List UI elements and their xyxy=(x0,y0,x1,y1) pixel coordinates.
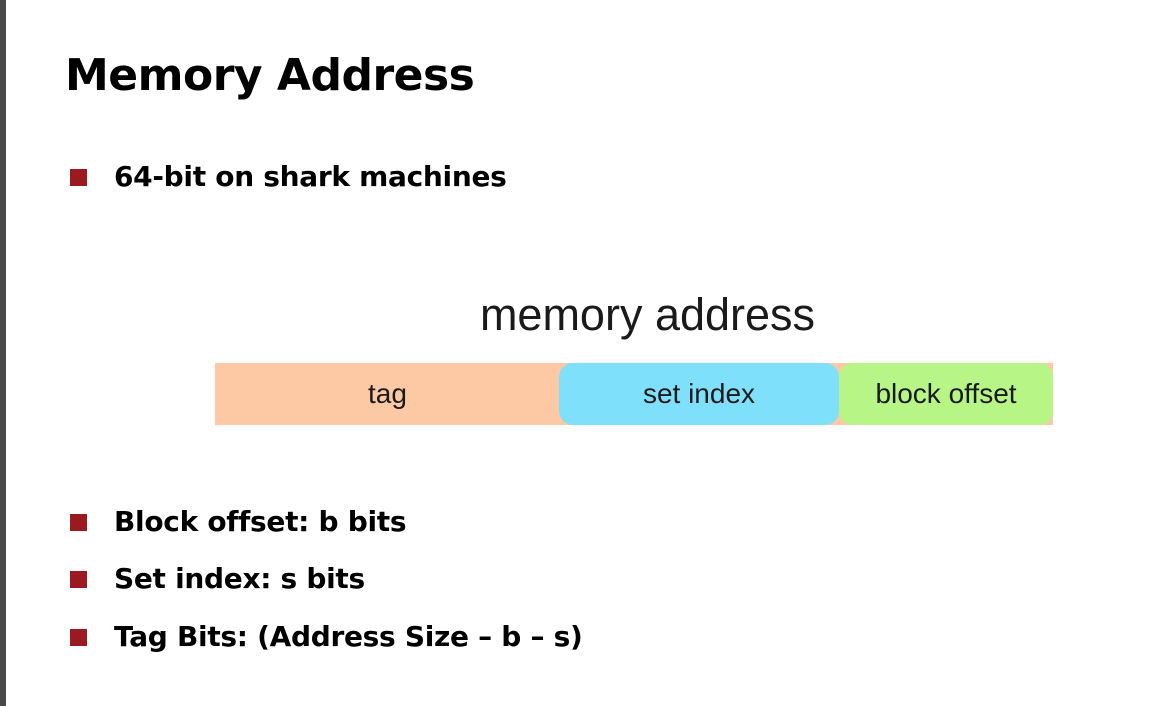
bullet-tag-bits: Tag Bits: (Address Size – b – s) xyxy=(70,617,583,657)
segment-block-offset: block offset xyxy=(839,363,1053,425)
bullet-intro: 64-bit on shark machines xyxy=(70,157,507,197)
bullet-square-icon xyxy=(70,513,87,531)
bullet-text: 64-bit on shark machines xyxy=(114,160,507,193)
segment-set-index: set index xyxy=(559,363,839,425)
bullet-square-icon xyxy=(70,168,87,186)
segment-tag: tag xyxy=(368,378,407,409)
window-left-edge xyxy=(0,0,6,706)
bullet-text: Set index: s bits xyxy=(114,562,365,595)
memory-address-bar: tag set index block offset xyxy=(215,363,1053,425)
bullet-square-icon xyxy=(70,570,87,588)
slide-title: Memory Address xyxy=(65,50,475,101)
bullet-text: Tag Bits: (Address Size – b – s) xyxy=(114,620,583,653)
bullet-block-offset: Block offset: b bits xyxy=(70,502,407,542)
diagram-caption: memory address xyxy=(479,289,816,340)
bullet-square-icon xyxy=(70,628,87,646)
bullet-text: Block offset: b bits xyxy=(114,505,407,538)
bullet-set-index: Set index: s bits xyxy=(70,559,365,599)
